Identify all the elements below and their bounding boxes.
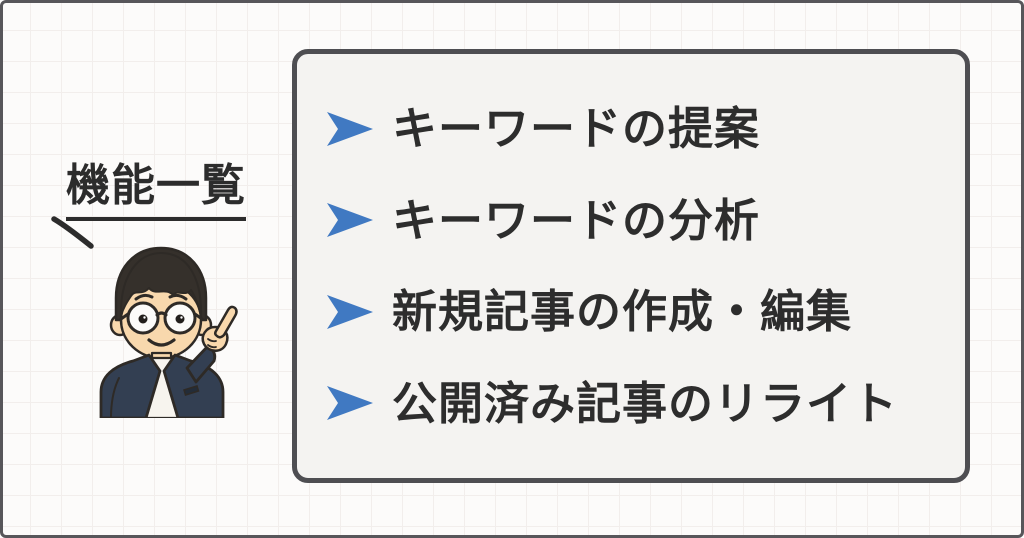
pointing-man-illustration [99, 246, 238, 418]
feature-item-label: キーワードの分析 [392, 194, 761, 246]
feature-list-label: 機能一覧 [58, 161, 254, 222]
features-panel: キーワードの提案 キーワードの分析 新規記事の作成・編集 公開済み記事のリライト [292, 49, 970, 483]
arrow-bullet-icon [327, 111, 373, 146]
feature-item: キーワードの提案 [327, 106, 955, 151]
arrow-bullet-icon [327, 294, 373, 329]
feature-list-label-text: 機能一覧 [66, 161, 246, 222]
feature-item: 新規記事の作成・編集 [327, 289, 955, 334]
feature-item-label: 新規記事の作成・編集 [392, 286, 853, 338]
feature-item: 公開済み記事のリライト [327, 381, 955, 426]
arrow-bullet-icon [327, 203, 373, 238]
feature-item-label: 公開済み記事のリライト [392, 377, 899, 429]
arrow-bullet-icon [327, 386, 373, 421]
label-pointer-tick-icon [51, 216, 94, 249]
feature-item-label: キーワードの提案 [392, 103, 761, 155]
feature-item: キーワードの分析 [327, 198, 955, 243]
